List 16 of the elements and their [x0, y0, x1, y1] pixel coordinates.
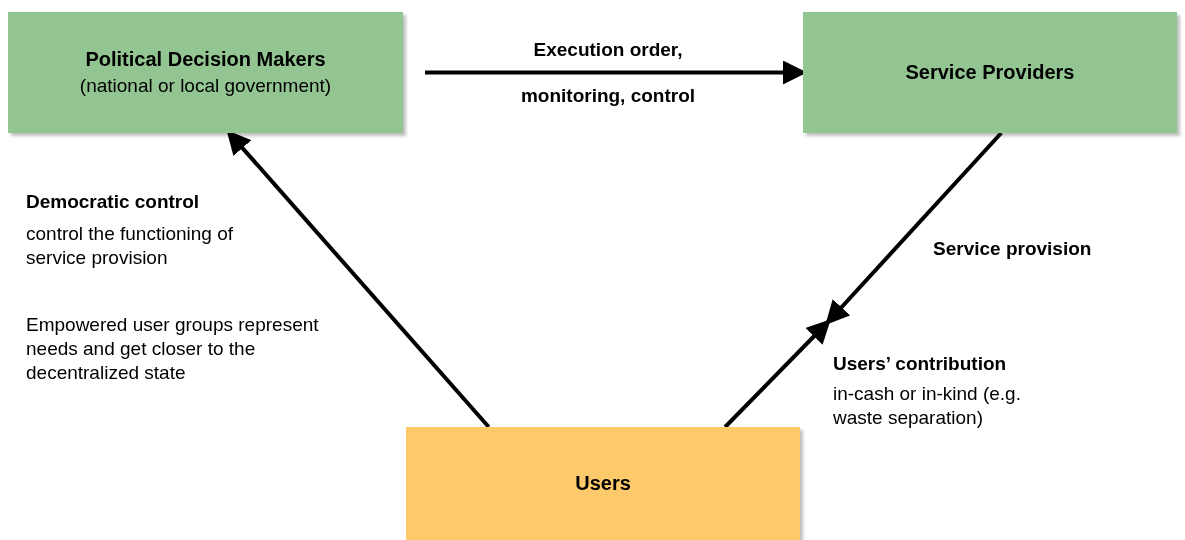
- edge-label: Execution order, monitoring, control: [519, 38, 697, 108]
- annotation-text: Empowered user groups represent needs and get closer to the decentralized state: [26, 313, 320, 385]
- node-title: Political Decision Makers: [85, 48, 326, 71]
- node-title: Users: [575, 472, 631, 495]
- arrow: [825, 131, 1003, 325]
- annotation-heading: Service provision: [933, 237, 1093, 261]
- annotation-heading: Democratic control: [26, 190, 201, 214]
- user-box: [406, 427, 800, 540]
- node-subtitle: (national or local government): [79, 75, 332, 97]
- arrow: [723, 319, 831, 429]
- actor-box: [803, 12, 1177, 133]
- actor-box: [8, 12, 403, 133]
- annotation-text: control the functioning of service provision: [26, 222, 235, 270]
- node-title: Service Providers: [905, 61, 1075, 84]
- annotation-text: in-cash or in-kind (e.g. waste separation): [833, 382, 1022, 430]
- annotation-heading: Users’ contribution: [833, 352, 1008, 376]
